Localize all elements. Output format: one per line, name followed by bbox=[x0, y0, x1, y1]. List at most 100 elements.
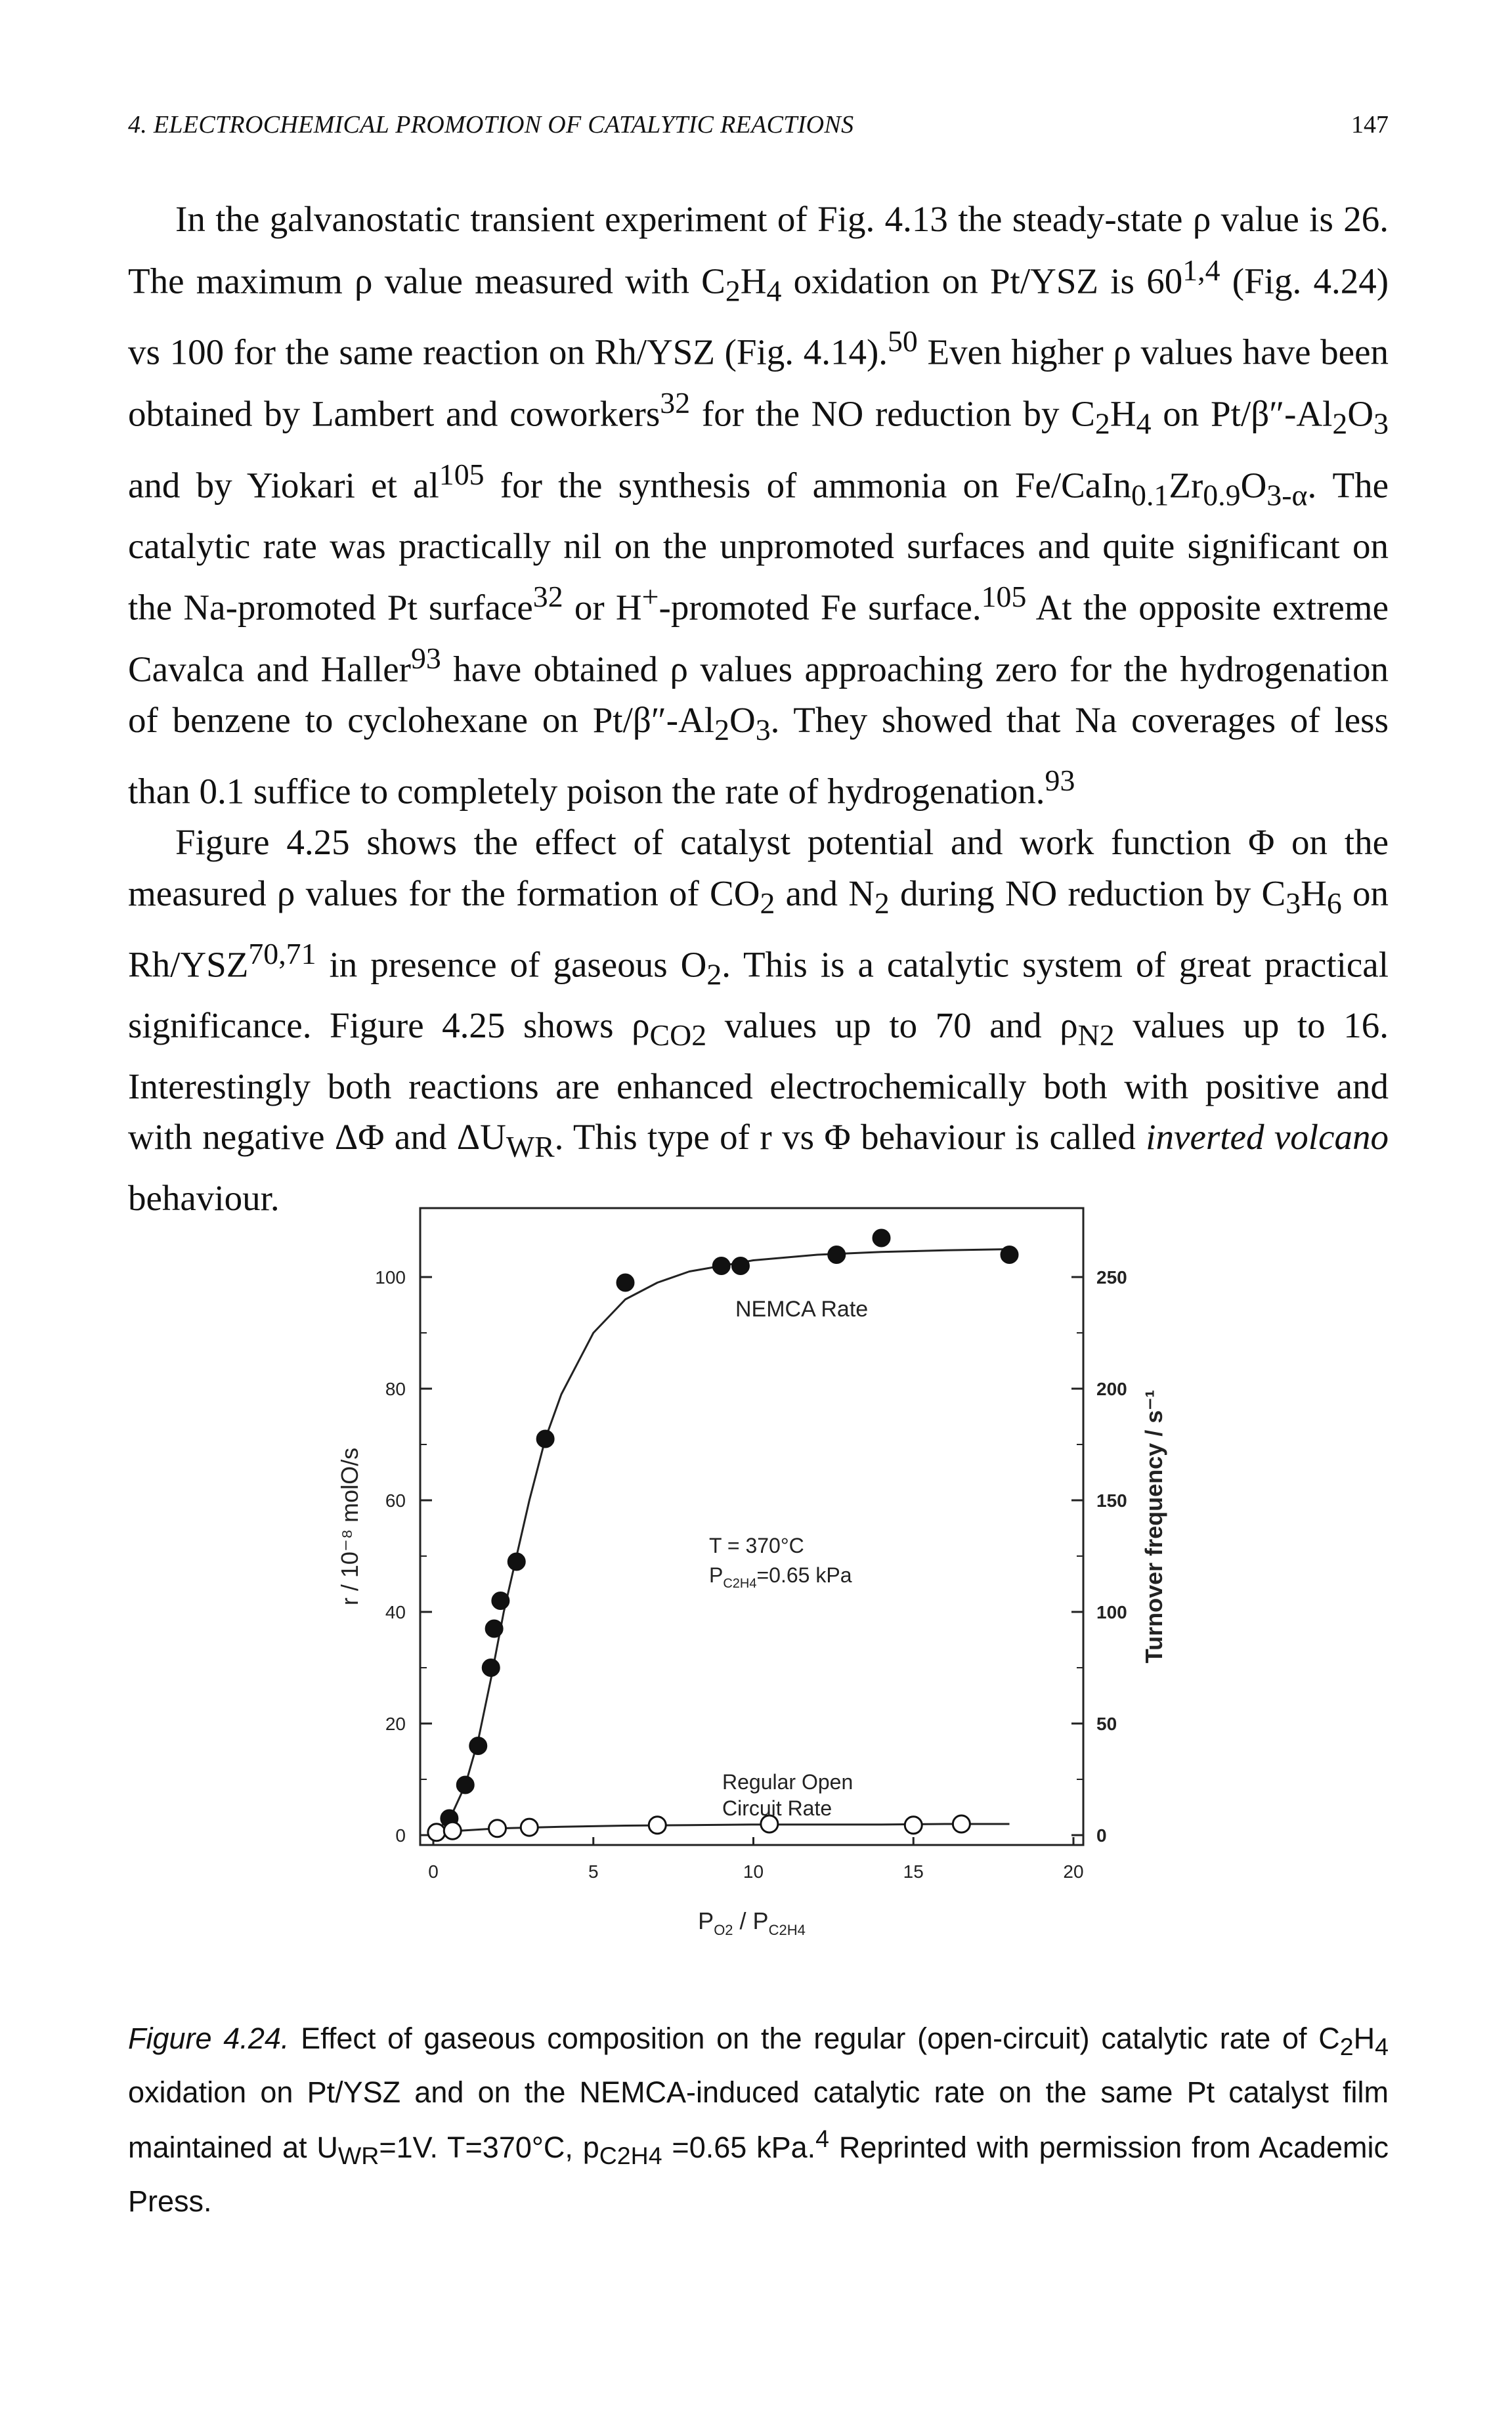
caption-label: Figure 4.24. bbox=[128, 2022, 290, 2055]
citation-superscript: 70,71 bbox=[248, 937, 316, 971]
x-tick-label: 15 bbox=[903, 1861, 924, 1882]
text-run: values up to 16. Interestingly both reac… bbox=[128, 1005, 1389, 1158]
y-left-tick-label: 20 bbox=[385, 1714, 406, 1734]
text-run: on Rh/YSZ bbox=[128, 873, 1389, 985]
paragraph-2: Figure 4.25 shows the effect of catalyst… bbox=[128, 817, 1389, 1223]
text-run: H bbox=[1110, 393, 1136, 434]
y-right-tick-label: 100 bbox=[1096, 1602, 1127, 1622]
subscript: 2 bbox=[760, 886, 775, 920]
citation-superscript: 93 bbox=[1045, 764, 1075, 798]
text-run: . This type of r vs Φ behaviour is calle… bbox=[554, 1117, 1146, 1158]
subscript: WR bbox=[337, 2142, 379, 2169]
text-run: O bbox=[729, 699, 756, 740]
y-left-tick-label: 0 bbox=[395, 1825, 406, 1846]
data-points bbox=[427, 1228, 1019, 1842]
superscript: + bbox=[641, 580, 659, 614]
text-run: or H bbox=[563, 587, 642, 628]
annotation-pressure-p: P bbox=[709, 1563, 723, 1587]
text-run: and by Yiokari et al bbox=[128, 465, 439, 506]
subscript: C2H4 bbox=[599, 2142, 662, 2169]
subscript: 3 bbox=[1373, 406, 1389, 441]
open-circuit-data-point bbox=[951, 1814, 971, 1834]
y-right-tick-label: 50 bbox=[1096, 1714, 1117, 1734]
text-run: . The catalytic rate was practically nil… bbox=[128, 465, 1389, 628]
running-title: 4. ELECTROCHEMICAL PROMOTION OF CATALYTI… bbox=[128, 111, 854, 139]
open-circuit-fit-curve bbox=[433, 1823, 1010, 1834]
y-right-tick-label: 150 bbox=[1096, 1490, 1127, 1511]
subscript: 2 bbox=[1094, 406, 1110, 441]
open-circuit-data-point bbox=[488, 1819, 507, 1838]
text-run: . They showed that Na coverages of less … bbox=[128, 699, 1389, 812]
nemca-fit-curve bbox=[435, 1248, 1010, 1833]
subscript: 3 bbox=[1285, 886, 1301, 920]
y-right-tick-label: 200 bbox=[1096, 1379, 1127, 1399]
x-axis-label-mid: / P bbox=[733, 1907, 769, 1934]
nemca-data-point bbox=[536, 1429, 555, 1448]
text-run: H bbox=[740, 260, 767, 301]
nemca-data-point bbox=[456, 1775, 475, 1794]
text-run: for the NO reduction by C bbox=[690, 393, 1095, 434]
citation-superscript: 32 bbox=[660, 386, 691, 420]
x-tick-label: 10 bbox=[743, 1861, 764, 1882]
open-circuit-data-point bbox=[903, 1815, 923, 1835]
subscript: 3 bbox=[755, 712, 771, 747]
citation-superscript: 4 bbox=[815, 2125, 830, 2152]
italic-term: inverted volcano bbox=[1146, 1117, 1389, 1158]
subscript: 3-α bbox=[1266, 478, 1308, 512]
y-left-tick-label: 40 bbox=[385, 1602, 406, 1622]
citation-superscript: 32 bbox=[532, 580, 563, 614]
text-run: O bbox=[1347, 393, 1374, 434]
x-axis-label-sub1: O2 bbox=[714, 1922, 733, 1938]
text-run: values up to 70 and ρ bbox=[706, 1005, 1078, 1046]
nemca-data-point bbox=[485, 1619, 504, 1638]
nemca-data-point bbox=[712, 1257, 731, 1275]
running-header: 4. ELECTROCHEMICAL PROMOTION OF CATALYTI… bbox=[128, 98, 1389, 151]
x-tick-label: 0 bbox=[428, 1861, 439, 1882]
text-run: -promoted Fe surface. bbox=[659, 587, 982, 628]
subscript: WR bbox=[506, 1130, 555, 1164]
annotation-nemca-rate: NEMCA Rate bbox=[735, 1297, 868, 1322]
text-run: H bbox=[1301, 873, 1327, 913]
annotation-pressure-value: =0.65 kPa bbox=[756, 1563, 852, 1587]
subscript: N2 bbox=[1077, 1018, 1115, 1052]
nemca-data-point bbox=[469, 1737, 488, 1755]
citation-superscript: 50 bbox=[888, 324, 918, 358]
text-run: for the synthesis of ammonia on Fe/CaIn bbox=[484, 465, 1132, 506]
citation-superscript: 105 bbox=[439, 457, 485, 491]
nemca-data-point bbox=[616, 1273, 635, 1292]
figure-caption: Figure 4.24. Effect of gaseous compositi… bbox=[128, 2016, 1389, 2224]
nemca-data-point bbox=[1000, 1246, 1019, 1264]
open-circuit-data-point bbox=[760, 1814, 779, 1834]
open-circuit-data-point bbox=[519, 1817, 539, 1837]
subscript: 2 bbox=[1339, 2033, 1354, 2060]
y-left-tick-label: 80 bbox=[385, 1379, 406, 1399]
x-axis-label-sub2: C2H4 bbox=[769, 1922, 806, 1938]
nemca-data-point bbox=[491, 1592, 510, 1610]
y-left-tick-label: 60 bbox=[385, 1490, 406, 1511]
text-run: during NO reduction by C bbox=[889, 873, 1286, 913]
annotation-temperature: T = 370°C bbox=[709, 1534, 804, 1557]
text-run: O bbox=[1240, 465, 1267, 506]
y-left-tick-label: 100 bbox=[375, 1267, 406, 1288]
text-run: Even higher ρ values have been obtained … bbox=[128, 332, 1389, 434]
open-circuit-data-point bbox=[427, 1823, 446, 1842]
subscript: 2 bbox=[1332, 406, 1348, 441]
paragraph-1: In the galvanostatic transient experimen… bbox=[128, 194, 1389, 817]
citation-superscript: 93 bbox=[410, 641, 441, 676]
y-right-axis-label: Turnover frequency / s⁻¹ bbox=[1140, 1390, 1167, 1663]
subscript: 2 bbox=[874, 886, 890, 920]
annotation-open-circuit-1: Regular Open bbox=[722, 1770, 853, 1794]
y-right-tick-label: 0 bbox=[1096, 1825, 1107, 1846]
subscript: CO2 bbox=[649, 1018, 707, 1052]
caption-text: H bbox=[1353, 2022, 1375, 2055]
nemca-data-point bbox=[731, 1257, 750, 1275]
text-run: Figure 4.25 shows the effect of catalyst… bbox=[128, 822, 1389, 913]
subscript: 2 bbox=[706, 957, 722, 991]
page-number: 147 bbox=[1351, 111, 1389, 139]
x-tick-label: 20 bbox=[1063, 1861, 1083, 1882]
nemca-data-point bbox=[481, 1659, 500, 1677]
